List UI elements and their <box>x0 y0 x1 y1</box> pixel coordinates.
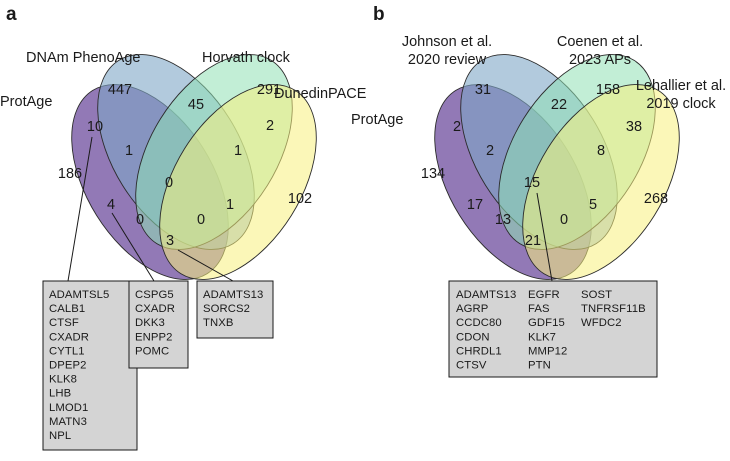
gene-name: NPL <box>49 430 71 442</box>
count-horvath-only: 291 <box>257 82 281 98</box>
gene-name: ADAMTS13 <box>203 289 263 301</box>
gene-name: TNXB <box>203 317 234 329</box>
panel-a-counts: 447 291 102 186 45 2 10 1 1 0 4 0 0 1 3 <box>58 82 312 249</box>
count-horvath-dunedin: 2 <box>266 118 274 134</box>
gene-box-all-four-b <box>448 280 658 378</box>
count-protage-dnam-horvath: 4 <box>107 197 115 213</box>
gene-name: CXADR <box>135 303 175 315</box>
gene-name: SORCS2 <box>203 303 250 315</box>
label-johnson-line1: Johnson et al. <box>402 34 492 50</box>
gene-name: DKK3 <box>135 317 165 329</box>
gene-name: DPEP2 <box>49 360 87 372</box>
gene-name: CCDC80 <box>456 317 502 329</box>
count-protage-only-a: 186 <box>58 166 82 182</box>
label-dunedinpace: DunedinPACE <box>274 86 367 102</box>
count-dnam-dunedin: 1 <box>125 143 133 159</box>
count-protage-johnson-coenen: 17 <box>467 197 483 213</box>
connector-box-3 <box>177 249 234 282</box>
panel-a-ellipses <box>71 54 317 280</box>
gene-name: ENPP2 <box>135 331 173 343</box>
count-johnson-coenen-lehallier: 5 <box>589 197 597 213</box>
count-protage-only-b: 134 <box>421 166 445 182</box>
count-protage-horvath-dunedin: 0 <box>197 212 205 228</box>
label-lehallier-line2: 2019 clock <box>646 96 716 112</box>
count-dnam-horvath-dunedin: 1 <box>226 197 234 213</box>
gene-name: CYTL1 <box>49 345 85 357</box>
panel-a-letter: a <box>6 4 17 25</box>
gene-name: KLK7 <box>528 331 556 343</box>
count-johnson-coenen: 22 <box>551 97 567 113</box>
gene-name: SOST <box>581 289 612 301</box>
gene-name: LMOD1 <box>49 402 88 414</box>
count-protage-horvath: 1 <box>234 143 242 159</box>
connector-box-1 <box>67 136 93 282</box>
gene-name: ADAMTSL5 <box>49 289 109 301</box>
count-protage-coenen-lehallier: 0 <box>560 212 568 228</box>
gene-name: WFDC2 <box>581 317 622 329</box>
gene-box-protage-dnam-horvath <box>128 280 189 369</box>
count-protage-johnson-lehallier: 13 <box>495 212 511 228</box>
gene-name: CDON <box>456 331 490 343</box>
label-horvath-clock: Horvath clock <box>202 50 291 66</box>
count-johnson-lehallier: 2 <box>486 143 494 159</box>
label-dnam-phenoage: DNAm PhenoAge <box>26 50 140 66</box>
gene-name: POMC <box>135 345 169 357</box>
count-protage-dunedin: 3 <box>166 233 174 249</box>
count-all-four-a: 0 <box>165 175 173 191</box>
label-coenen-line2: 2023 APs <box>569 52 631 68</box>
label-protage-b: ProtAge <box>351 112 403 128</box>
gene-name: CSPG5 <box>135 289 174 301</box>
connector-box-2 <box>111 212 155 282</box>
ellipse-dunedinpace <box>159 84 317 280</box>
gene-name: AGRP <box>456 303 488 315</box>
count-all-four-b: 15 <box>524 175 540 191</box>
count-lehallier-only: 268 <box>644 191 668 207</box>
gene-name: TNFRSF11B <box>581 303 646 315</box>
label-coenen-line1: Coenen et al. <box>557 34 643 50</box>
panel-b-counts: 31 158 268 134 22 38 2 2 8 15 17 13 0 5 … <box>421 82 668 249</box>
label-lehallier-line1: Lehallier et al. <box>636 78 726 94</box>
gene-name: CXADR <box>49 331 89 343</box>
panel-b-letter: b <box>373 4 385 25</box>
count-protage-coenen: 8 <box>597 143 605 159</box>
count-coenen-only: 158 <box>596 82 620 98</box>
count-johnson-only: 31 <box>475 82 491 98</box>
panel-a-connectors <box>67 136 234 282</box>
gene-name: GDF15 <box>528 317 565 329</box>
count-dnam-only: 447 <box>108 82 132 98</box>
label-johnson-line2: 2020 review <box>408 52 487 68</box>
count-protage-dnam: 10 <box>87 119 103 135</box>
count-protage-dnam-dunedin: 0 <box>136 212 144 228</box>
count-dunedin-only: 102 <box>288 191 312 207</box>
gene-name: CTSV <box>456 360 487 372</box>
gene-name: ADAMTS13 <box>456 289 516 301</box>
gene-name: MATN3 <box>49 416 87 428</box>
gene-name: CTSF <box>49 317 79 329</box>
panel-b-ellipses <box>434 54 680 280</box>
gene-box-protage-dunedin <box>196 280 274 339</box>
gene-name: KLK8 <box>49 374 77 386</box>
count-protage-lehallier: 21 <box>525 233 541 249</box>
count-protage-johnson: 2 <box>453 119 461 135</box>
gene-name: FAS <box>528 303 550 315</box>
gene-name: LHB <box>49 388 71 400</box>
panel-a: a DNAm PhenoAge Horvath clock DunedinPAC… <box>0 4 367 451</box>
gene-name: MMP12 <box>528 345 567 357</box>
gene-name: CALB1 <box>49 303 85 315</box>
gene-name: EGFR <box>528 289 560 301</box>
count-coenen-lehallier: 38 <box>626 119 642 135</box>
gene-box-protage-dnam <box>42 280 138 451</box>
label-protage-a: ProtAge <box>0 94 52 110</box>
count-dnam-horvath: 45 <box>188 97 204 113</box>
connector-box-b <box>536 192 553 282</box>
gene-name: CHRDL1 <box>456 345 502 357</box>
gene-name: PTN <box>528 360 551 372</box>
panel-b-labels: Johnson et al. 2020 review Coenen et al.… <box>402 34 726 112</box>
ellipse-lehallier <box>522 84 680 280</box>
panel-b: b Johnson et al. 2020 review Coenen et a… <box>351 4 726 378</box>
